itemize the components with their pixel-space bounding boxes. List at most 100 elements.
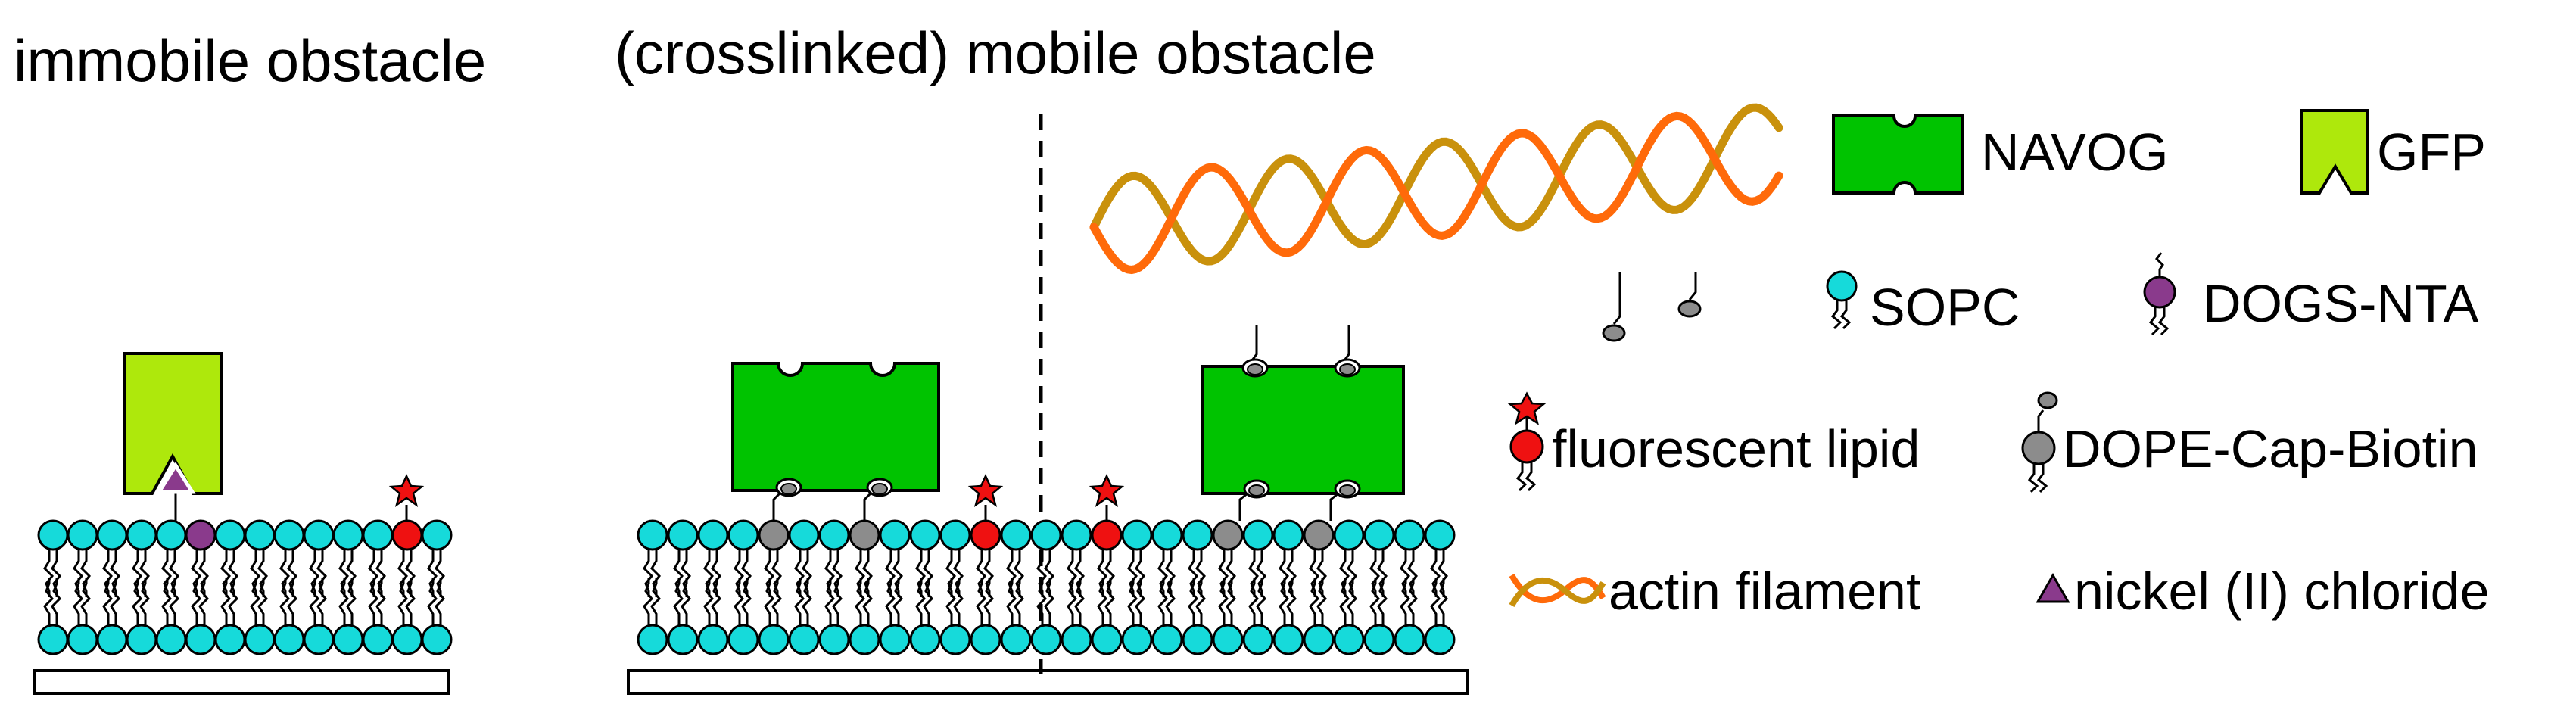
lipid-tail: [191, 578, 210, 626]
lipid-tail: [945, 578, 964, 626]
fluor-lipid-head: [1091, 519, 1123, 551]
sopc-lipid-head: [273, 519, 305, 551]
sopc-lipid-head: [1272, 624, 1304, 655]
sopc-lipid-head: [1030, 519, 1062, 551]
lipid-tail: [734, 578, 752, 626]
sopc-lipid-head: [332, 624, 364, 655]
lipid-tail: [250, 549, 269, 597]
sopc-lipid-head: [1030, 624, 1062, 655]
lipid-tail: [43, 549, 62, 597]
sopc-lipid-head: [1424, 519, 1456, 551]
biotin-linker: [1251, 325, 1258, 361]
lipid-tail: [73, 578, 92, 626]
sopc-lipid-head: [1242, 519, 1274, 551]
nickel-triangle-icon: [2036, 572, 2070, 603]
lipid-tail: [1218, 578, 1237, 626]
sopc-lipid-head: [1000, 624, 1032, 655]
lipid-tail: [427, 578, 446, 626]
lipid-tail: [794, 578, 813, 626]
actin-strand: [1089, 103, 1783, 266]
biotin-linker: [1343, 325, 1350, 361]
sopc-lipid-head: [303, 624, 335, 655]
biotin-head: [1677, 300, 1702, 318]
lipid-tail: [915, 549, 934, 597]
lipid-tail: [220, 549, 239, 597]
sopc-lipid-head: [1212, 624, 1244, 655]
sopc-lipid-head: [244, 519, 276, 551]
sopc-lipid-head: [637, 624, 668, 655]
sopc-lipid-head: [909, 624, 941, 655]
legend-dogs-nta-label: DOGS-NTA: [2203, 274, 2479, 333]
lipid-tail: [885, 578, 904, 626]
sopc-lipid-head: [1363, 624, 1395, 655]
sopc-lipid-head: [126, 519, 157, 551]
lipid-tail: [1400, 578, 1419, 626]
lipid-tail: [397, 549, 416, 597]
lipid-tail: [279, 578, 298, 626]
lipid-tail: [855, 549, 874, 597]
biotin-linker: [772, 490, 783, 521]
lipid-tail: [794, 549, 813, 597]
sopc-lipid-head: [421, 624, 453, 655]
lipid-tail: [643, 549, 662, 597]
lipid-tail: [1006, 578, 1025, 626]
biotin-lipid-head: [849, 519, 880, 551]
sopc-lipid-head: [788, 519, 820, 551]
lipid-tail: [1369, 578, 1388, 626]
lipid-tail: [250, 578, 269, 626]
sopc-lipid-head: [818, 519, 850, 551]
lipid-tail: [1127, 578, 1146, 626]
lipid-tail: [703, 549, 722, 597]
lipid-tail: [1309, 549, 1328, 597]
sopc-lipid-icon: [1826, 270, 1858, 330]
biotin-lipid-head: [758, 519, 790, 551]
lipid-tail: [132, 549, 151, 597]
lipid-tail: [1157, 549, 1176, 597]
lipid-bilayer: [37, 492, 453, 655]
sopc-lipid-head: [849, 624, 880, 655]
sopc-lipid-head: [1091, 624, 1123, 655]
sopc-lipid-head: [1424, 624, 1456, 655]
sopc-lipid-head: [1242, 624, 1274, 655]
biotin-head: [1248, 484, 1265, 497]
fluorescent-lipid-icon: [1507, 391, 1547, 492]
lipid-tail: [824, 549, 843, 597]
sopc-lipid-head: [939, 519, 971, 551]
sopc-lipid-head: [96, 519, 128, 551]
biotin-linker: [1329, 492, 1339, 521]
sopc-lipid-head: [362, 519, 394, 551]
lipid-tail: [368, 578, 387, 626]
lipid-tail: [1157, 578, 1176, 626]
biotin-head: [1602, 324, 1626, 342]
lipid-tail: [703, 578, 722, 626]
lipid-tail: [368, 549, 387, 597]
lipid-tail: [1369, 549, 1388, 597]
sopc-lipid-head: [909, 519, 941, 551]
fluorophore-star-icon: [388, 474, 425, 507]
legend-fluorescent-lipid-label: fluorescent lipid: [1552, 419, 1920, 478]
sopc-lipid-head: [155, 624, 187, 655]
lipid-tail: [915, 578, 934, 626]
lipid-tail: [1430, 549, 1449, 597]
sopc-lipid-head: [126, 624, 157, 655]
biotin-lipid-head: [1303, 519, 1335, 551]
sopc-lipid-head: [758, 624, 790, 655]
sopc-lipid-head: [727, 624, 759, 655]
nickel-triangle-icon: [155, 462, 196, 494]
lipid-tail: [43, 578, 62, 626]
lipid-tail: [102, 549, 121, 597]
biotin-linker: [1688, 272, 1697, 300]
lipid-tail: [976, 549, 995, 597]
sopc-lipid-head: [185, 624, 216, 655]
lipid-tail: [1339, 549, 1358, 597]
sopc-lipid-head: [303, 519, 335, 551]
sopc-lipid-head: [1363, 519, 1395, 551]
sopc-lipid-head: [67, 624, 98, 655]
legend-navog-label: NAVOG: [1981, 123, 2169, 182]
biotin-head: [871, 483, 888, 495]
glass-support: [33, 669, 450, 695]
biotin-linkers: [772, 272, 1702, 521]
lipid-tail: [734, 549, 752, 597]
lipid-tail: [643, 578, 662, 626]
